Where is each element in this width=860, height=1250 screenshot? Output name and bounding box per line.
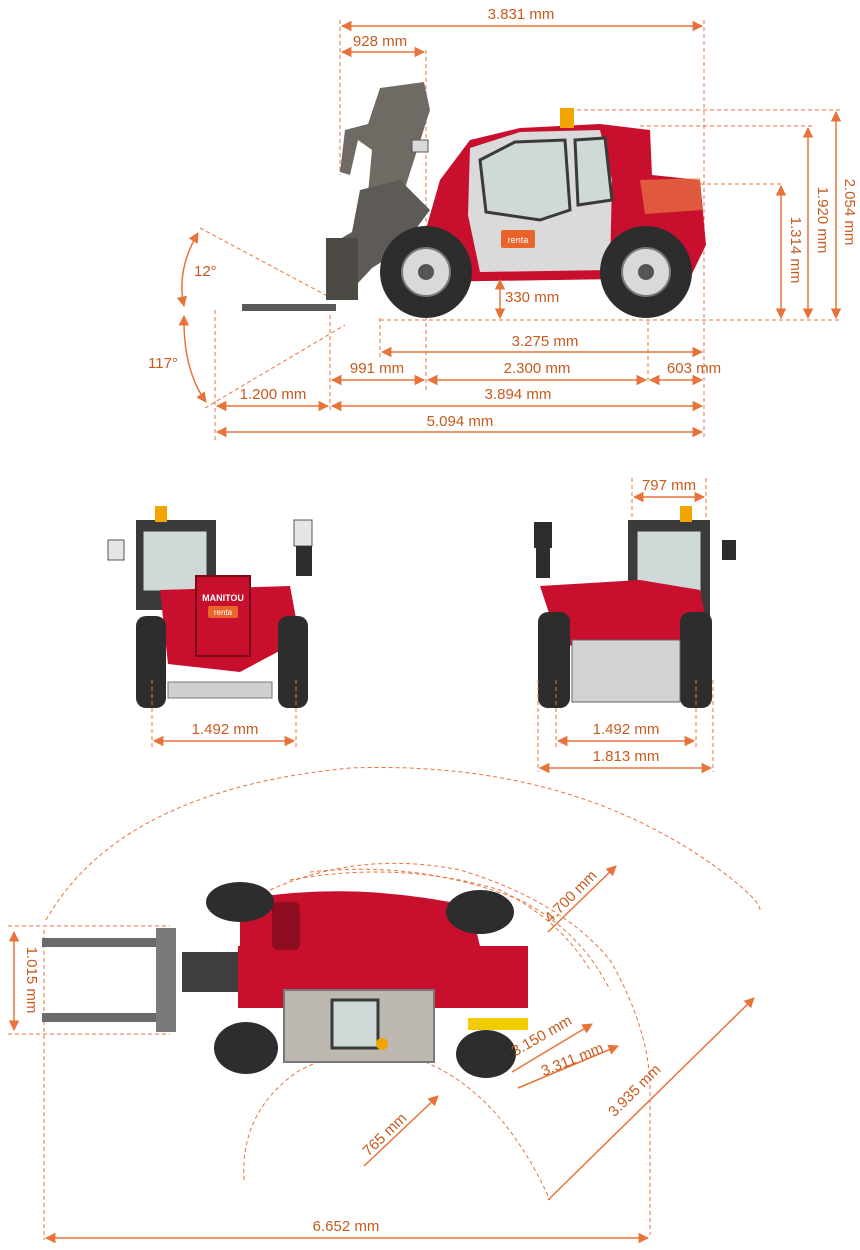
rear-view: 797 mm 1.492 mm 1.813 mm [534, 477, 736, 774]
ground-clearance-label: 330 mm [505, 289, 559, 306]
outer-radius-label: 4.700 mm [541, 867, 600, 926]
height-cab-label: 1.920 mm [814, 187, 831, 254]
front-renta-badge: renta [214, 608, 233, 617]
angle-up-label: 12° [194, 263, 217, 280]
mirror-width-label: 797 mm [642, 477, 696, 494]
front-overhang-label: 991 mm [350, 360, 404, 377]
inner-radius-label: 765 mm [359, 1110, 410, 1160]
length-without-forks-label: 3.894 mm [485, 386, 552, 403]
front-track-label: 1.492 mm [192, 721, 259, 738]
manitou-logo: MANITOU [202, 593, 244, 603]
height-hood-label: 1.314 mm [787, 217, 804, 284]
boom-reach-label: 928 mm [353, 33, 407, 50]
radius-2-label: 3.311 mm [539, 1040, 606, 1080]
overall-width-label: 1.813 mm [593, 748, 660, 765]
telehandler-side-image: renta [242, 82, 706, 318]
turning-length-label: 6.652 mm [313, 1218, 380, 1235]
top-view: 1.015 mm 4.700 mm 3.150 mm 3.311 mm 3.93… [8, 766, 761, 1244]
wheelbase-label: 2.300 mm [504, 360, 571, 377]
renta-badge: renta [508, 235, 529, 245]
angle-down-label: 117° [148, 355, 178, 372]
rear-overhang-label: 603 mm [667, 360, 721, 377]
boom-width-label: 3.831 mm [488, 6, 555, 23]
length-overall-label: 5.094 mm [427, 413, 494, 430]
fork-length-label: 1.200 mm [240, 386, 307, 403]
radius-3-label: 3.935 mm [605, 1061, 664, 1120]
fork-carriage-width-label: 1.015 mm [23, 947, 40, 1014]
telehandler-rear-image [534, 506, 736, 708]
height-total-label: 2.054 mm [841, 179, 858, 246]
side-view: renta 3.831 mm 928 mm 2.054 mm 1.920 mm [148, 6, 858, 440]
front-view: MANITOU renta 1.492 mm [107, 506, 313, 748]
telehandler-front-image: MANITOU renta [107, 506, 313, 708]
telehandler-top-image [42, 882, 528, 1078]
rear-track-label: 1.492 mm [593, 721, 660, 738]
body-length-label: 3.275 mm [512, 333, 579, 350]
